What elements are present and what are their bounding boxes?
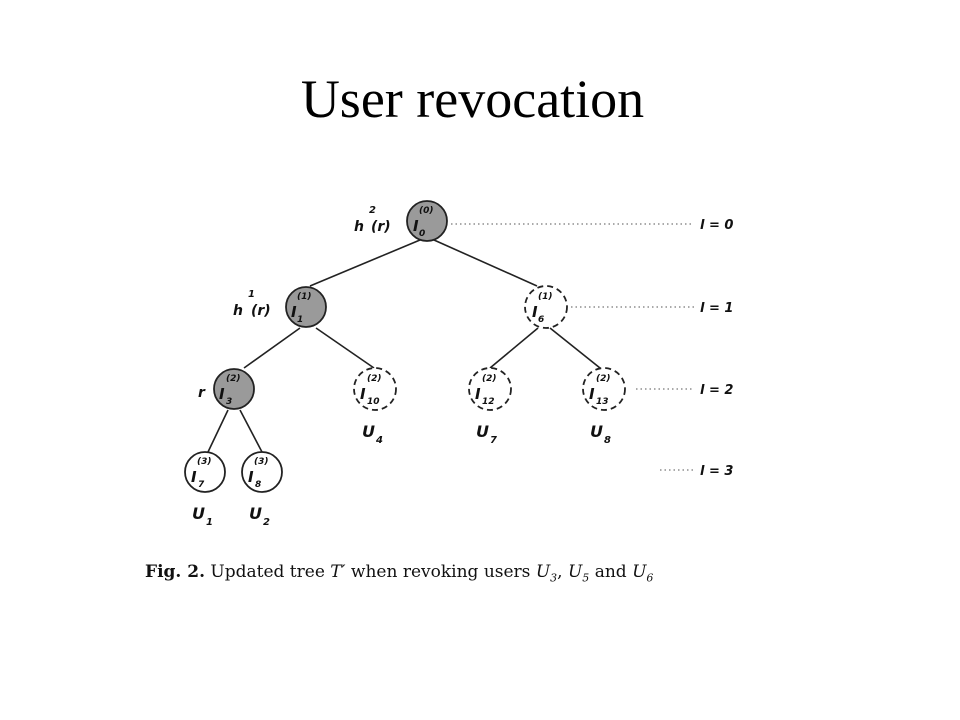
node-i1-letter: I: [291, 303, 297, 321]
node-i12: (2) I 12: [468, 367, 512, 411]
node-i13-letter: I: [589, 385, 595, 403]
node-i1-side-h: h: [233, 303, 243, 319]
caption-user-u6: U6: [632, 562, 654, 585]
figure-caption: Fig. 2. Updated tree T′ when revoking us…: [145, 562, 845, 584]
edge-i6-i13: [549, 327, 601, 369]
node-i1: (1) I 1: [285, 286, 327, 328]
node-i6-letter: I: [532, 303, 538, 321]
node-i1-side-label: h 1 (r): [233, 289, 271, 319]
user-u2-letter: U: [249, 504, 262, 523]
caption-user-u3: U3: [535, 562, 558, 585]
level-label-2: l = 2: [700, 383, 733, 398]
user-label-u7: U 7: [476, 422, 497, 446]
node-i13: (2) I 13: [582, 367, 626, 411]
node-i8-circle: [241, 451, 283, 493]
user-u1-sub: 1: [206, 517, 213, 528]
user-label-u8: U 8: [590, 422, 611, 446]
node-i3-letter: I: [219, 385, 225, 403]
node-i1-side-rest: (r): [251, 303, 271, 319]
node-i3: (2) I 3: [213, 368, 255, 410]
node-i3-sup: (2): [226, 374, 241, 384]
node-i7-letter: I: [191, 468, 197, 486]
node-i8: (3) I 8: [241, 451, 283, 493]
node-i7-sub: 7: [198, 480, 205, 490]
caption-sep-1: ,: [557, 562, 563, 582]
user-label-u2: U 2: [249, 504, 270, 528]
node-i12-circle: [468, 367, 512, 411]
slide-title: User revocation: [300, 69, 645, 129]
user-u2-sub: 2: [263, 517, 270, 528]
user-u4-sub: 4: [375, 435, 383, 446]
node-i1-sub: 1: [297, 315, 303, 325]
level-label-1: l = 1: [700, 301, 733, 316]
user-u8-sub: 8: [604, 435, 611, 446]
edge-i6-i12: [489, 327, 539, 369]
node-i0-side-h: h: [354, 219, 364, 235]
node-i0-sup: (0): [419, 206, 434, 216]
node-i1-sup: (1): [297, 292, 312, 302]
node-i3-circle: [213, 368, 255, 410]
caption-text-a: Updated tree: [210, 562, 325, 582]
edge-i3-i7: [207, 409, 229, 453]
node-i0-sub: 0: [419, 229, 425, 239]
node-i10-sub: 10: [367, 397, 380, 407]
node-i10: (2) I 10: [353, 367, 397, 411]
user-u7-sub: 7: [490, 435, 497, 446]
node-i6-sup: (1): [538, 292, 553, 302]
user-label-u4: U 4: [362, 422, 383, 446]
node-i0-letter: I: [413, 217, 419, 235]
node-i12-letter: I: [475, 385, 481, 403]
node-i0-circle: [406, 200, 448, 242]
edge-i1-i3: [243, 327, 301, 369]
node-i6: (1) I 6: [524, 285, 568, 329]
node-i7: (3) I 7: [184, 451, 226, 493]
level-label-3: l = 3: [700, 464, 733, 479]
node-i1-circle: [285, 286, 327, 328]
node-i0-side-label: h 2 (r): [354, 205, 391, 235]
node-i3-sub: 3: [226, 397, 232, 407]
node-i0-side-sup: 2: [369, 205, 376, 216]
node-i13-sup: (2): [596, 374, 611, 384]
edge-i3-i8: [239, 409, 263, 453]
node-i3-side-label: r: [198, 385, 206, 401]
level-label-0: l = 0: [700, 218, 733, 233]
user-u4-letter: U: [362, 422, 375, 441]
node-i12-sub: 12: [482, 397, 495, 407]
node-i8-sup: (3): [254, 457, 269, 467]
caption-and: and: [594, 562, 627, 582]
edge-i1-i10: [315, 327, 375, 369]
node-i6-sub: 6: [538, 315, 544, 325]
node-i13-circle: [582, 367, 626, 411]
node-i0: (0) I 0: [406, 200, 448, 242]
caption-tree-symbol: T′: [330, 562, 346, 582]
edge-i0-i6: [433, 239, 538, 287]
node-i13-sub: 13: [596, 397, 609, 407]
node-i0-side-rest: (r): [371, 219, 391, 235]
node-i10-letter: I: [360, 385, 366, 403]
node-i8-sub: 8: [255, 480, 261, 490]
edge-i0-i1: [309, 239, 421, 287]
node-i8-letter: I: [248, 468, 254, 486]
node-i6-circle: [524, 285, 568, 329]
node-i7-circle: [184, 451, 226, 493]
caption-text-b: when revoking users: [350, 562, 531, 582]
caption-user-u5: U5: [567, 562, 590, 585]
node-i10-circle: [353, 367, 397, 411]
user-u7-letter: U: [476, 422, 489, 441]
user-label-u1: U 1: [192, 504, 213, 528]
node-i12-sup: (2): [482, 374, 497, 384]
node-i10-sup: (2): [367, 374, 382, 384]
caption-fig-label: Fig. 2.: [145, 562, 205, 582]
user-u8-letter: U: [590, 422, 603, 441]
node-i1-side-sup: 1: [248, 289, 255, 300]
user-u1-letter: U: [192, 504, 205, 523]
node-i7-sup: (3): [197, 457, 212, 467]
